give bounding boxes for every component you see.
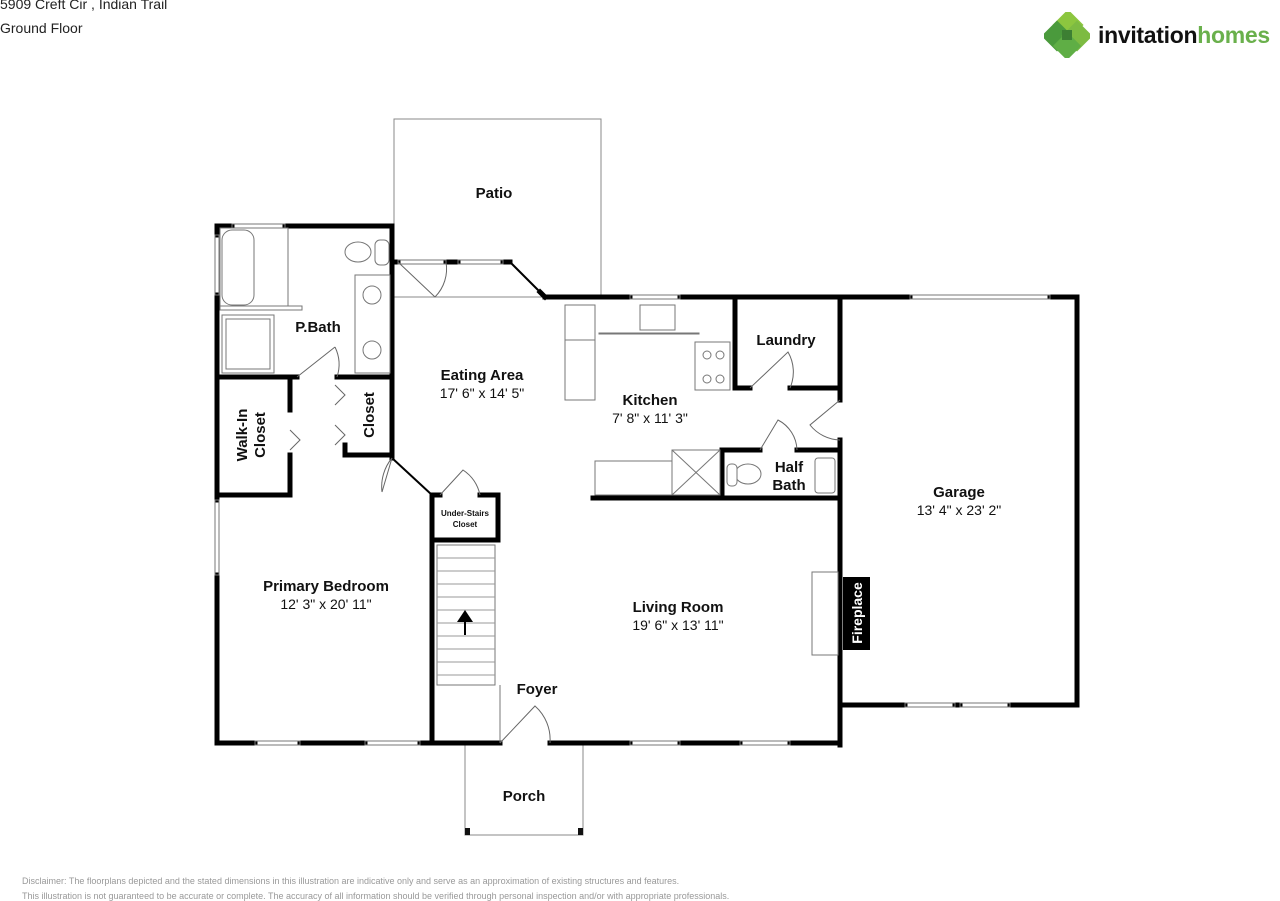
doors (289, 261, 841, 744)
fixtures (219, 227, 839, 686)
logo-mark-icon (1044, 12, 1090, 58)
room-laundry: Laundry (756, 332, 816, 349)
address: 5909 Creft Cir , Indian Trail (0, 0, 168, 12)
logo-text-homes: homes (1197, 21, 1270, 48)
walls (214, 223, 1080, 748)
patio-outline (393, 118, 602, 298)
room-understairs-1: Under-Stairs (441, 509, 490, 518)
room-walkin-1: Walk-In (234, 409, 251, 462)
porch-outline (464, 745, 584, 836)
fireplace-label: Fireplace (849, 582, 865, 644)
disclaimer-line-1: Disclaimer: The floorplans depicted and … (22, 876, 680, 886)
room-living: Living Room (633, 599, 724, 616)
room-eating-area-dims: 17' 6" x 14' 5" (440, 385, 525, 401)
room-walkin-2: Closet (252, 412, 269, 458)
room-garage-dims: 13' 4" x 23' 2" (917, 502, 1002, 518)
room-patio: Patio (476, 185, 513, 202)
room-living-dims: 19' 6" x 13' 11" (632, 617, 723, 633)
stair-arrow-icon (457, 610, 473, 635)
room-understairs-2: Closet (453, 520, 478, 529)
fireplace (843, 577, 870, 650)
disclaimer-line-2: This illustration is not guaranteed to b… (22, 891, 730, 901)
room-foyer: Foyer (517, 681, 558, 698)
room-kitchen-dims: 7' 8" x 11' 3" (612, 410, 688, 426)
room-halfbath-2: Bath (772, 477, 805, 494)
diagonal-wall (391, 457, 433, 496)
room-kitchen: Kitchen (622, 392, 677, 409)
room-garage: Garage (933, 484, 985, 501)
room-primary-bedroom-dims: 12' 3" x 20' 11" (280, 596, 371, 612)
room-porch: Porch (503, 788, 546, 805)
room-pbath: P.Bath (295, 319, 341, 336)
room-halfbath-1: Half (775, 459, 804, 476)
bay-window (509, 261, 546, 298)
logo-text-invitation: invitation (1098, 21, 1198, 48)
room-primary-bedroom: Primary Bedroom (263, 578, 389, 595)
room-closet: Closet (361, 392, 378, 438)
windows (214, 223, 1051, 746)
floor-label: Ground Floor (0, 20, 83, 36)
invitation-homes-logo: invitationhomes (1044, 12, 1270, 58)
room-eating-area: Eating Area (441, 367, 524, 384)
